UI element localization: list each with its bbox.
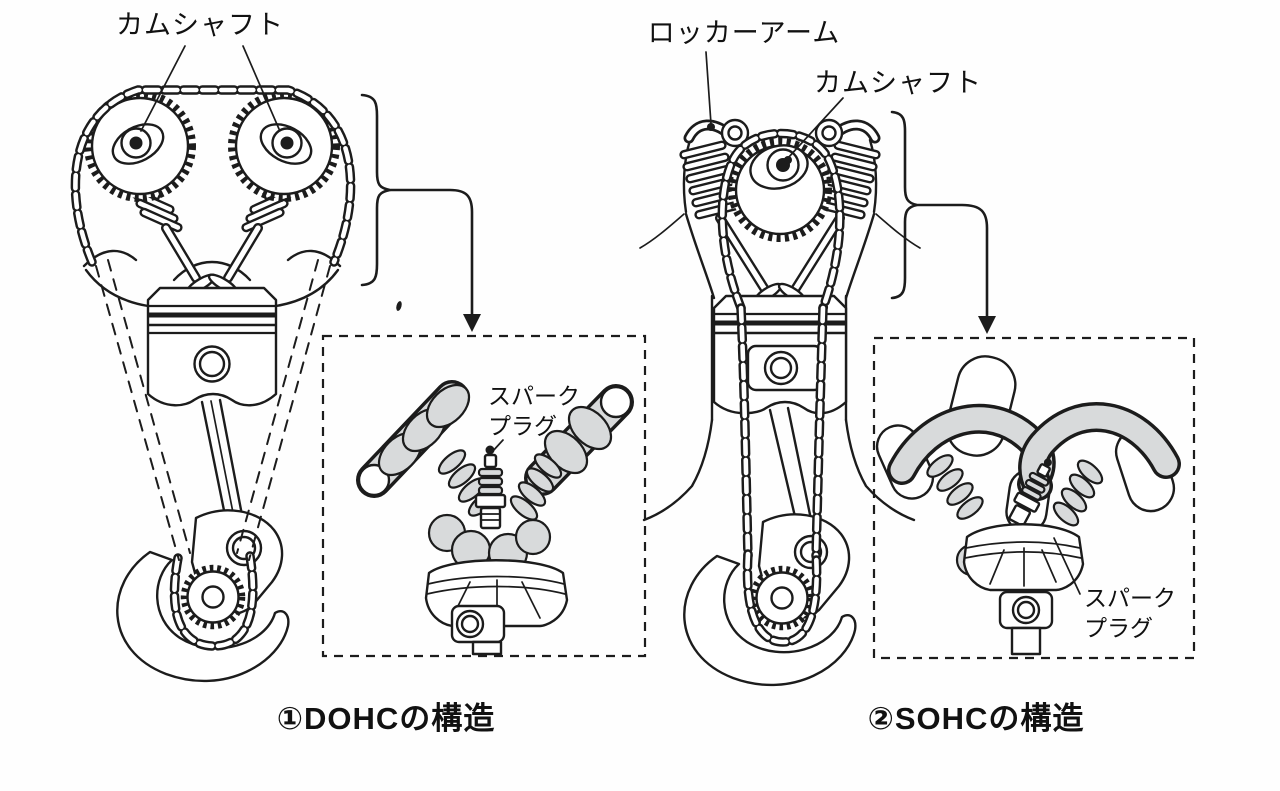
sohc-rocker-arms [683, 118, 881, 148]
dohc-brace [360, 93, 392, 287]
dohc-arrow-head [463, 314, 481, 332]
print-speck [396, 301, 402, 311]
sohc-rocker-arm-leader-dot [707, 123, 715, 131]
sohc-inset: スパーク プラグ [872, 336, 1196, 660]
sohc-rocker-arm-label: ロッカーアーム [648, 18, 841, 48]
sohc-inset-spark-plug [1008, 458, 1052, 527]
sohc-camshaft-label: カムシャフト [814, 68, 982, 98]
dohc-inset-sparkplug-leader [491, 439, 504, 453]
sohc-rocker-arm-leader [705, 51, 712, 125]
sohc-inset-sparkplug-label-line1: スパーク [1084, 585, 1176, 611]
sohc-engine-drawing: ロッカーアーム カムシャフト [639, 18, 982, 687]
sohc-camshaft-leader-dot [784, 156, 792, 164]
sohc-inset-piston [962, 523, 1085, 656]
dohc-inset-spark-plug [474, 445, 507, 530]
sohc-arrow-line [916, 203, 989, 320]
dohc-timing-chain [70, 85, 356, 651]
sohc-caption: ②SOHCの構造 [868, 701, 1085, 736]
sohc-crankshaft [683, 513, 857, 687]
sohc-brace [890, 110, 919, 300]
sohc-inset-sparkplug-leader [1053, 537, 1081, 595]
dohc-inset-sparkplug-label-line2: プラグ [488, 413, 557, 439]
dohc-arrow-line [389, 188, 474, 318]
dohc-piston [146, 286, 278, 542]
sohc-camshaft-leader [787, 97, 844, 159]
dohc-brace-arrow [360, 93, 481, 332]
sohc-brace-arrow [890, 110, 996, 334]
dohc-inset-sparkplug-label-line1: スパーク [488, 383, 580, 409]
sohc-inset-box [872, 336, 1196, 660]
sohc-cam-sprocket [728, 138, 832, 242]
dohc-inset-box [321, 334, 647, 658]
sohc-timing-chain [717, 128, 845, 647]
sohc-cylinder-head [639, 138, 921, 300]
dohc-camshaft-leader-left [140, 45, 186, 132]
dohc-crankshaft [116, 509, 290, 683]
dohc-inset-piston [424, 559, 569, 656]
dohc-camshaft-label: カムシャフト [116, 10, 284, 40]
dohc-engine-drawing: カムシャフト [70, 10, 356, 683]
dohc-inset-camshaft-left [356, 380, 471, 498]
dohc-camshaft-leader-right [242, 45, 280, 130]
dohc-cam-sprocket-right [228, 90, 340, 202]
sohc-inset-valve-springs [926, 454, 1104, 527]
sohc-arrow-head [978, 316, 996, 334]
dohc-caption: ①DOHCの構造 [277, 701, 496, 736]
sohc-inset-sparkplug-label-line2: プラグ [1084, 615, 1153, 641]
dohc-inset: スパーク プラグ [321, 334, 647, 658]
dohc-cam-sprocket-left [84, 90, 196, 202]
